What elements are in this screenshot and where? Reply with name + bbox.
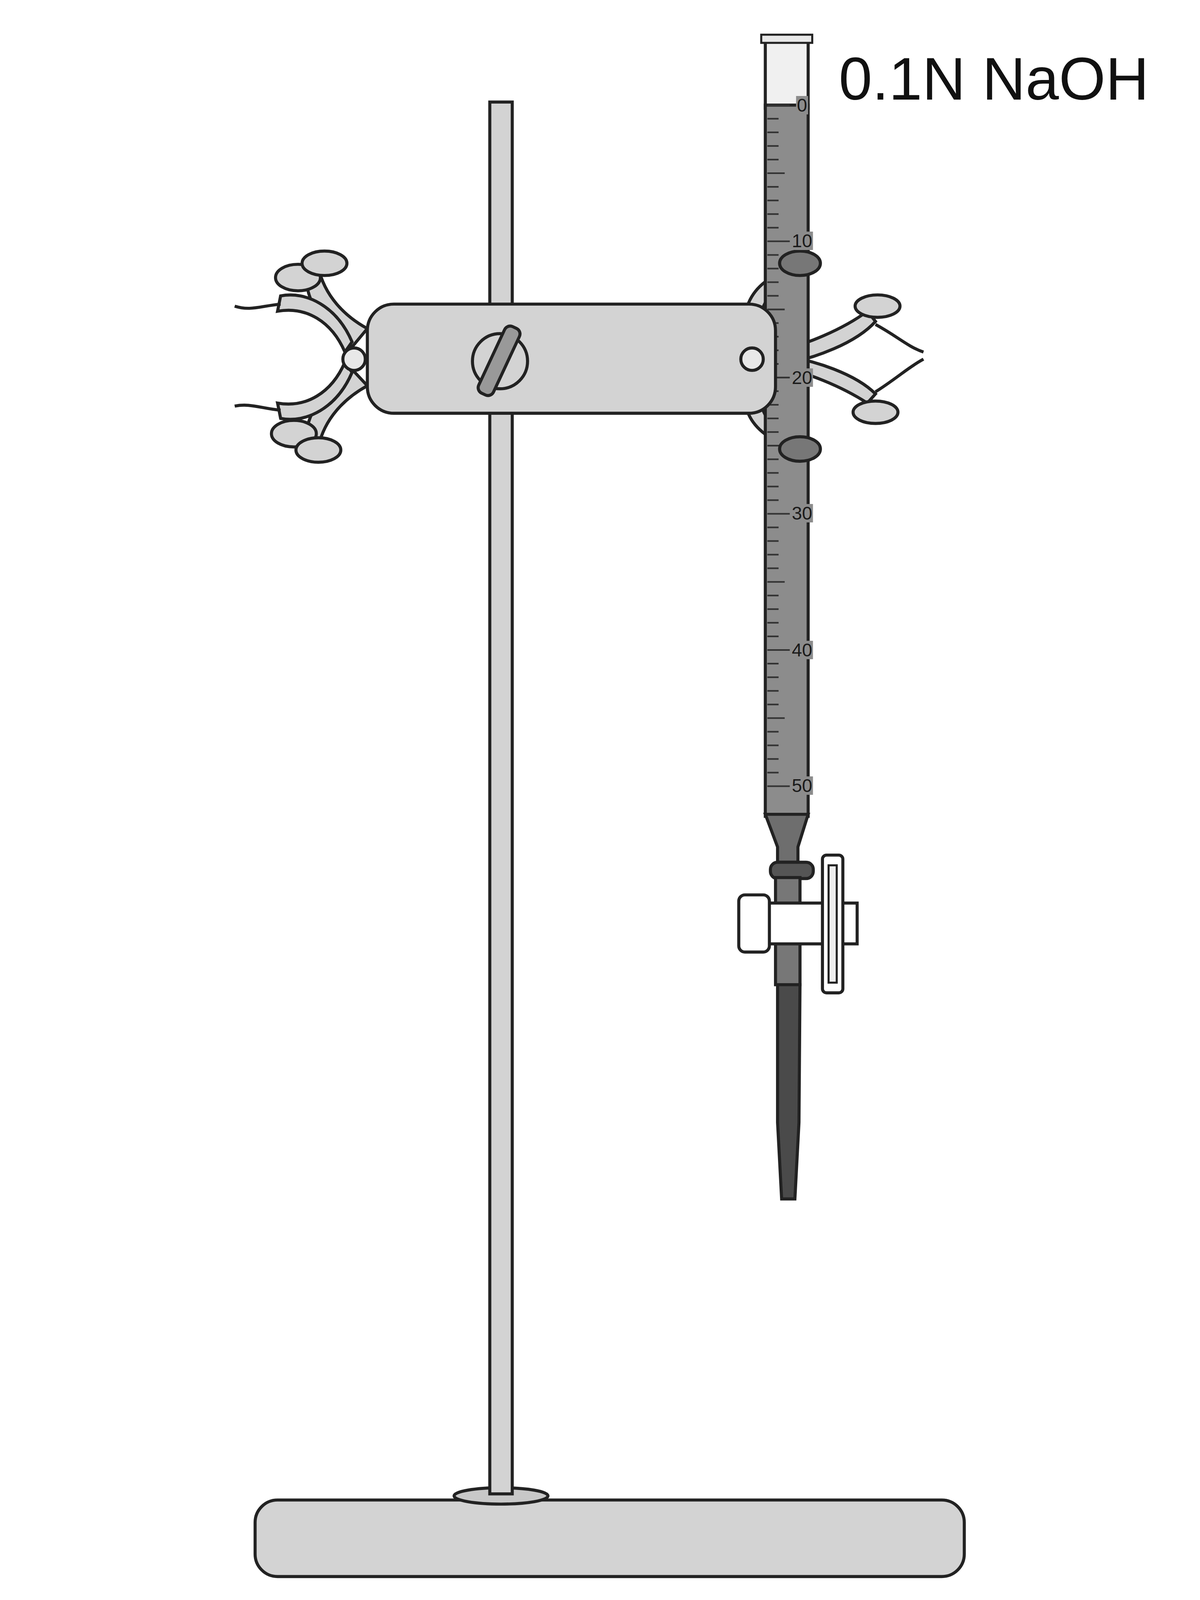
pivot bbox=[740, 348, 764, 371]
scale-tick bbox=[767, 608, 779, 610]
scale-tick bbox=[767, 172, 785, 174]
scale-tick bbox=[767, 567, 779, 570]
scale-tick bbox=[767, 267, 779, 270]
scale-tick bbox=[767, 512, 790, 515]
scale-tick bbox=[767, 717, 785, 719]
scale-tick bbox=[767, 662, 779, 665]
scale-tick bbox=[767, 622, 779, 624]
stand-base bbox=[255, 1500, 965, 1577]
scale-tick bbox=[767, 730, 779, 733]
scale-tick bbox=[767, 472, 779, 474]
scale-tick bbox=[767, 458, 779, 460]
scale-tick bbox=[767, 703, 779, 706]
stopcock-knob bbox=[738, 894, 770, 952]
scale-tick bbox=[767, 485, 779, 488]
clamp-screw-slot bbox=[476, 324, 522, 398]
scale-tick bbox=[767, 199, 779, 202]
reagent-label: 0.1N NaOH bbox=[838, 48, 1149, 109]
stopcock-handle-slot bbox=[828, 865, 837, 983]
scale-tick bbox=[767, 240, 790, 242]
scale-tick bbox=[767, 417, 779, 420]
scale-tick bbox=[767, 526, 779, 528]
scale-number: 10 bbox=[791, 231, 814, 250]
stopcock-handle bbox=[822, 855, 843, 993]
scale-tick bbox=[767, 649, 790, 651]
burette-neck bbox=[765, 814, 808, 863]
scale-tick bbox=[767, 213, 779, 215]
grip-pad bbox=[779, 436, 821, 462]
scale-tick bbox=[767, 499, 779, 501]
scale-tick bbox=[767, 104, 790, 106]
scale-tick bbox=[767, 186, 779, 188]
scale-tick bbox=[767, 118, 779, 120]
burette-rim bbox=[761, 34, 813, 43]
scale-tick bbox=[767, 594, 779, 597]
scale-tick bbox=[767, 690, 779, 692]
scale-tick bbox=[767, 785, 790, 788]
burette-tip bbox=[777, 984, 800, 1200]
scale-tick bbox=[767, 540, 779, 542]
scale-number: 20 bbox=[791, 368, 814, 387]
scale-tick bbox=[767, 758, 779, 760]
pivot bbox=[342, 348, 366, 371]
scale-tick bbox=[767, 158, 779, 161]
scale-number: 40 bbox=[791, 640, 814, 660]
scale-tick bbox=[767, 226, 779, 229]
scale-tick bbox=[767, 581, 785, 583]
scale-tick bbox=[767, 771, 779, 774]
scale-tick bbox=[767, 554, 779, 556]
scale-number: 30 bbox=[791, 504, 814, 523]
grip-pad bbox=[779, 251, 821, 276]
scale-tick bbox=[767, 431, 779, 433]
scale-tick bbox=[767, 744, 779, 746]
scale-tick bbox=[767, 145, 779, 147]
scale-tick bbox=[767, 676, 779, 678]
scale-tick bbox=[767, 635, 779, 638]
scale-number: 50 bbox=[791, 776, 814, 795]
clamp-bar bbox=[367, 304, 776, 414]
scale-number: 0 bbox=[796, 96, 808, 115]
scale-tick bbox=[767, 281, 779, 283]
left-clamp bbox=[234, 251, 368, 463]
scale-tick bbox=[767, 131, 779, 134]
scale-tick bbox=[767, 254, 779, 256]
scale-tick bbox=[767, 308, 785, 311]
scale-tick bbox=[767, 294, 779, 297]
